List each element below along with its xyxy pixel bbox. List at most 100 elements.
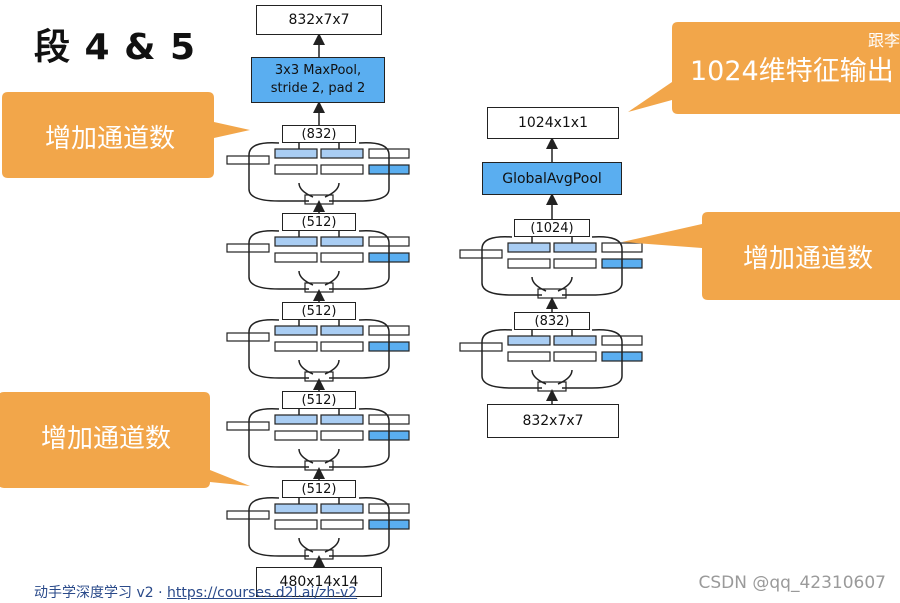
branch-path (557, 276, 573, 292)
inception-merge-box (537, 288, 567, 299)
branch-conv-box (274, 503, 318, 514)
branch-path (329, 142, 390, 202)
branch-path (557, 369, 573, 385)
callout-shapes (0, 22, 900, 488)
footer: 动手学深度学习 v2 · https://courses.d2l.ai/zh-v… (34, 582, 357, 602)
left-output-box: 832x7x7 (256, 5, 382, 35)
branch-conv-box (274, 252, 318, 263)
branch-path (531, 276, 547, 292)
branch-box (226, 421, 270, 431)
callout-feature-output: 1024维特征输出 (690, 55, 894, 87)
right-output-box: 1024x1x1 (487, 107, 619, 139)
branch-path (298, 448, 314, 464)
callout-right-mid (622, 212, 900, 300)
branch-box (459, 342, 503, 352)
branch-box (226, 155, 270, 165)
footer-prefix: 动手学深度学习 v2 · (34, 585, 167, 601)
branch-conv-box (320, 252, 364, 263)
branch-path (298, 537, 314, 553)
left-input-box: 480x14x14 (256, 567, 382, 597)
branch-conv-box (320, 325, 364, 336)
branch-conv-box (507, 242, 551, 253)
branch-path (481, 329, 542, 389)
callout-increase-channels-3: 增加通道数 (742, 243, 873, 274)
maxpool-line1: 3x3 MaxPool, (274, 63, 362, 78)
branch-conv-box (320, 148, 364, 159)
branch-conv-box (320, 503, 364, 514)
inception-label-right-0: (1024) (514, 219, 590, 237)
branch-conv-box (320, 414, 364, 425)
branch-conv-box (553, 351, 597, 362)
branch-path (248, 408, 309, 468)
branch-conv-box (274, 430, 318, 441)
inception-merge-box (304, 282, 334, 293)
inception-label-left-1: (512) (282, 213, 356, 231)
maxpool-box: 3x3 MaxPool, stride 2, pad 2 (251, 57, 385, 103)
branch-conv-box (507, 351, 551, 362)
branch-path (329, 408, 390, 468)
inception-merge-box (304, 460, 334, 471)
branch-conv-box (274, 148, 318, 159)
callout-left-lower (0, 392, 250, 488)
branch-path (329, 497, 390, 557)
inception-label-left-2: (512) (282, 302, 356, 320)
maxpool-line2: stride 2, pad 2 (270, 81, 366, 96)
branch-conv-box (553, 335, 597, 346)
branch-path (248, 497, 309, 557)
branch-conv-box (507, 258, 551, 269)
branch-path (298, 270, 314, 286)
branch-path (298, 182, 314, 198)
branch-path (481, 236, 542, 296)
branch-path (324, 359, 340, 375)
branch-box (226, 510, 270, 520)
inception-label-right-1: (832) (514, 312, 590, 330)
branch-conv-box (320, 519, 364, 530)
branch-conv-box (320, 430, 364, 441)
branch-path (531, 369, 547, 385)
branch-path (248, 230, 309, 290)
corner-tag: 跟李 (868, 31, 900, 50)
watermark: CSDN @qq_42310607 (698, 573, 886, 593)
inception-label-left-3: (512) (282, 391, 356, 409)
branch-path (248, 142, 309, 202)
branch-path (562, 329, 623, 389)
branch-conv-box (553, 242, 597, 253)
branch-box (226, 243, 270, 253)
right-input-box: 832x7x7 (487, 404, 619, 438)
branch-conv-box (274, 236, 318, 247)
inception-label-left-0: (832) (282, 125, 356, 143)
branch-path (324, 270, 340, 286)
branch-conv-box (320, 341, 364, 352)
branch-path (329, 230, 390, 290)
branch-conv-box (553, 258, 597, 269)
branch-path (329, 319, 390, 379)
branch-conv-box (507, 335, 551, 346)
branch-box (459, 249, 503, 259)
callout-right-top (628, 22, 900, 114)
callout-increase-channels-2: 增加通道数 (40, 423, 171, 454)
inception-merge-box (537, 381, 567, 392)
inception-merge-box (304, 371, 334, 382)
branch-path (324, 537, 340, 553)
branch-conv-box (274, 414, 318, 425)
branch-conv-box (274, 519, 318, 530)
inception-merge-box (304, 549, 334, 560)
branch-path (324, 448, 340, 464)
footer-link[interactable]: https://courses.d2l.ai/zh-v2 (167, 585, 358, 601)
branch-conv-box (274, 341, 318, 352)
slide-title: 段 4 & 5 (34, 27, 197, 68)
branch-path (298, 359, 314, 375)
branch-path (562, 236, 623, 296)
branch-path (324, 182, 340, 198)
callout-increase-channels-1: 增加通道数 (44, 123, 175, 154)
branch-conv-box (320, 164, 364, 175)
global-avg-pool-box: GlobalAvgPool (482, 162, 622, 195)
branch-conv-box (274, 164, 318, 175)
inception-label-left-4: (512) (282, 480, 356, 498)
branch-conv-box (274, 325, 318, 336)
branch-conv-box (320, 236, 364, 247)
inception-merge-box (304, 194, 334, 205)
branch-box (226, 332, 270, 342)
branch-path (248, 319, 309, 379)
